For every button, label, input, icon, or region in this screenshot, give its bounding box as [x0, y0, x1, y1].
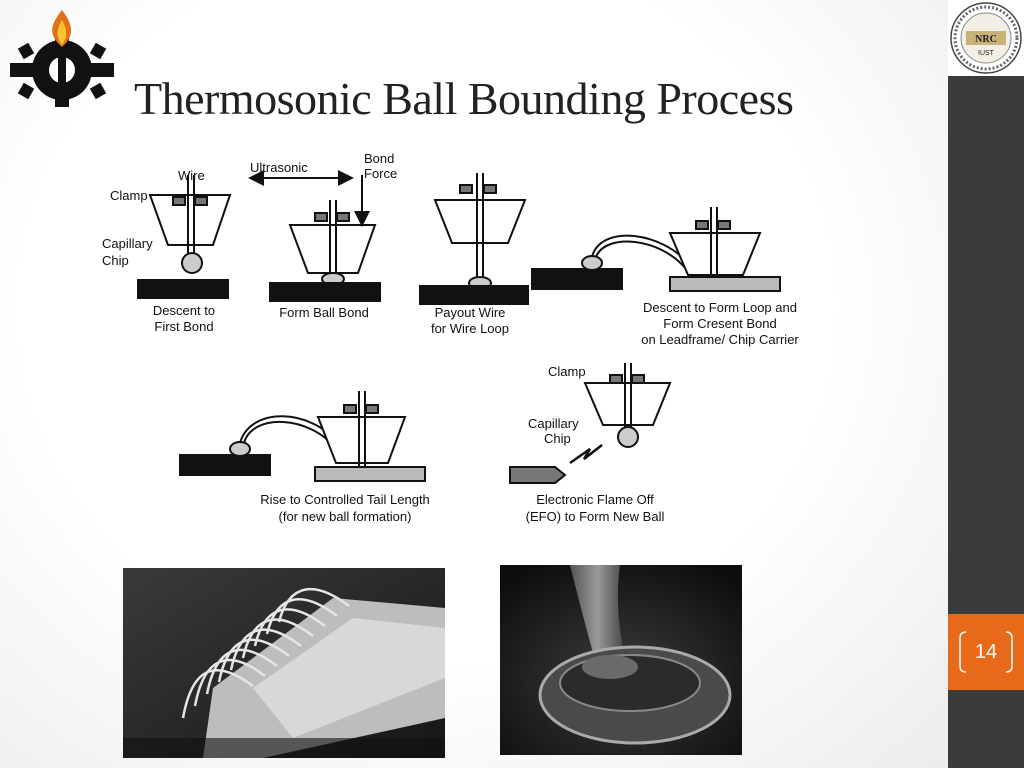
seal-text: NRC [975, 34, 997, 45]
step5-caption-line1: Rise to Controlled Tail Length [260, 492, 430, 507]
step6-clamp-label: Clamp [548, 364, 586, 379]
step6-capillary-label: Capillary [528, 416, 579, 431]
step2-caption: Form Ball Bond [279, 305, 369, 320]
clamp-label: Clamp [110, 188, 148, 203]
sem-photo-ball-bond [500, 565, 742, 755]
chip-label: Chip [102, 253, 129, 268]
nrc-seal-icon: NRC IUST [948, 0, 1024, 76]
step6-caption-line1: Electronic Flame Off [536, 492, 654, 507]
step1-caption-line1: Descent to [153, 303, 215, 318]
ultrasonic-label: Ultrasonic [250, 160, 308, 175]
slide-title: Thermosonic Ball Bounding Process [134, 73, 794, 124]
capillary-label: Capillary [102, 236, 153, 251]
step6-caption-line2: (EFO) to Form New Ball [526, 509, 665, 524]
step3-caption-line2: for Wire Loop [431, 321, 509, 336]
seal-subtext: IUST [978, 50, 995, 57]
wire-bonding-diagram: Wire Clamp Capillary Chip Ultrasonic Bon… [102, 151, 799, 524]
force-label: Force [364, 166, 397, 181]
sem-photo-wire-loops [123, 568, 445, 758]
bond-label: Bond [364, 151, 394, 166]
torch-gear-logo-icon [10, 10, 114, 107]
step4-caption-line3: on Leadframe/ Chip Carrier [641, 332, 799, 347]
wire-label: Wire [178, 168, 205, 183]
step1-caption-line2: First Bond [154, 319, 213, 334]
step4-caption-line2: Form Cresent Bond [663, 316, 776, 331]
page-number-badge [948, 614, 1024, 690]
step3-caption-line1: Payout Wire [435, 305, 506, 320]
step5-caption-line2: (for new ball formation) [279, 509, 412, 524]
step6-chip-label: Chip [544, 431, 571, 446]
step4-caption-line1: Descent to Form Loop and [643, 300, 797, 315]
page-number: 14 [974, 641, 998, 663]
